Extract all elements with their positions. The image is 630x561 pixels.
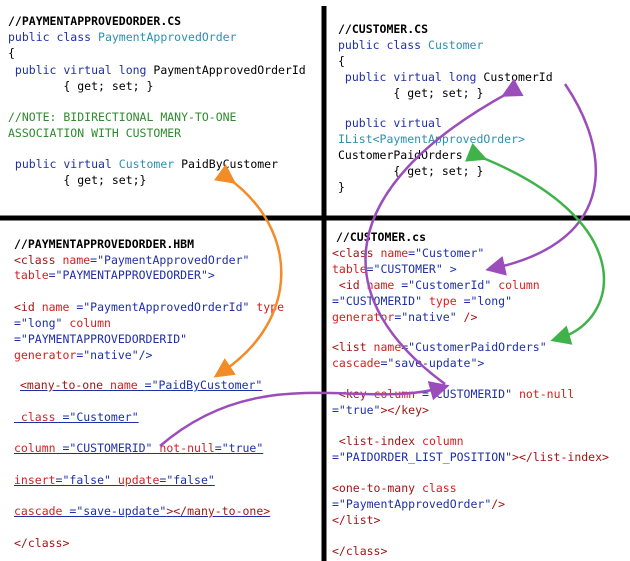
q2-header: //CUSTOMER.CS (338, 22, 429, 36)
q3-id-column-line: ="PAYMENTAPPROVEDORDERID" (14, 332, 188, 346)
q1-comment-1: //NOTE: BIDIRECTIONAL MANY-TO-ONE (8, 110, 237, 124)
q3-class-close: </class> (14, 536, 70, 550)
q4-list-index-value-line: ="PAIDORDER_LIST_POSITION"></list-index> (332, 450, 609, 464)
q3-id-type-line: ="long" column (14, 316, 111, 330)
q3-id-line: <id name ="PaymentApprovedOrderId" type (14, 300, 285, 314)
q1-customer-accessors: { get; set;} (8, 173, 147, 187)
q3-cascade-line: cascade ="save-update"></many-to-one> (14, 504, 271, 518)
purple-arrow-customerid-to-key (364, 78, 524, 386)
q2-list-prop-type: IList<PaymentApprovedOrder> (338, 132, 525, 146)
q4-one-to-many-line: <one-to-many class (332, 481, 457, 495)
q1-brace-open: { (8, 46, 15, 60)
q3-insert-update-line: insert="false" update="false" (14, 473, 215, 487)
q4-list-index-line: <list-index column (332, 434, 464, 448)
q3-column-line: column ="CUSTOMERID" not-null="true" (14, 441, 264, 455)
q1-customer-prop: public virtual Customer PaidByCustomer (8, 157, 279, 171)
q3-class-line: <class name="PaymentApprovedOrder" (14, 253, 250, 267)
q4-cascade-line: cascade="save-update"> (332, 356, 485, 370)
q2-id-prop: public virtual long CustomerId (338, 70, 553, 84)
q1-class-line: public class PaymentApprovedOrder (8, 30, 237, 44)
q2-list-prop-name: CustomerPaidOrders (338, 148, 463, 162)
q1-header: //PAYMENTAPPROVEDORDER.CS (8, 14, 182, 28)
q1-id-prop: public virtual long PaymentApprovedOrder… (8, 63, 306, 77)
q4-header: //CUSTOMER.cs (336, 230, 427, 244)
q3-table-line: table="PAYMENTAPPROVEDORDER"> (14, 268, 215, 282)
q2-class-line: public class Customer (338, 38, 484, 52)
orange-arrow (213, 164, 283, 378)
purple-arrow-customerid (485, 83, 597, 276)
q2-brace-open: { (338, 54, 345, 68)
q2-id-accessors: { get; set; } (338, 86, 484, 100)
q4-class-close: </class> (332, 544, 388, 558)
q4-one-to-many-class-line: ="PaymentApprovedOrder"/> (332, 497, 506, 511)
q3-generator-line: generator="native"/> (14, 348, 153, 362)
q3-header: //PAYMENTAPPROVEDORDER.HBM (14, 237, 195, 251)
q2-brace-close: } (338, 180, 345, 194)
q2-list-prop-kw: public virtual (338, 116, 442, 130)
q4-table-line: table="CUSTOMER" > (332, 262, 457, 276)
q1-id-accessors: { get; set; } (8, 79, 154, 93)
q3-many-to-one-line: <many-to-one name ="PaidByCustomer" (20, 378, 263, 392)
q1-comment-2: ASSOCIATION WITH CUSTOMER (8, 126, 182, 140)
q4-key-notnull-line: ="true"></key> (332, 403, 429, 417)
green-arrow (465, 143, 606, 345)
purple-arrow-column (159, 380, 450, 447)
q3-class-attr-line: class ="Customer" (14, 410, 139, 424)
q4-list-close: </list> (332, 513, 381, 527)
